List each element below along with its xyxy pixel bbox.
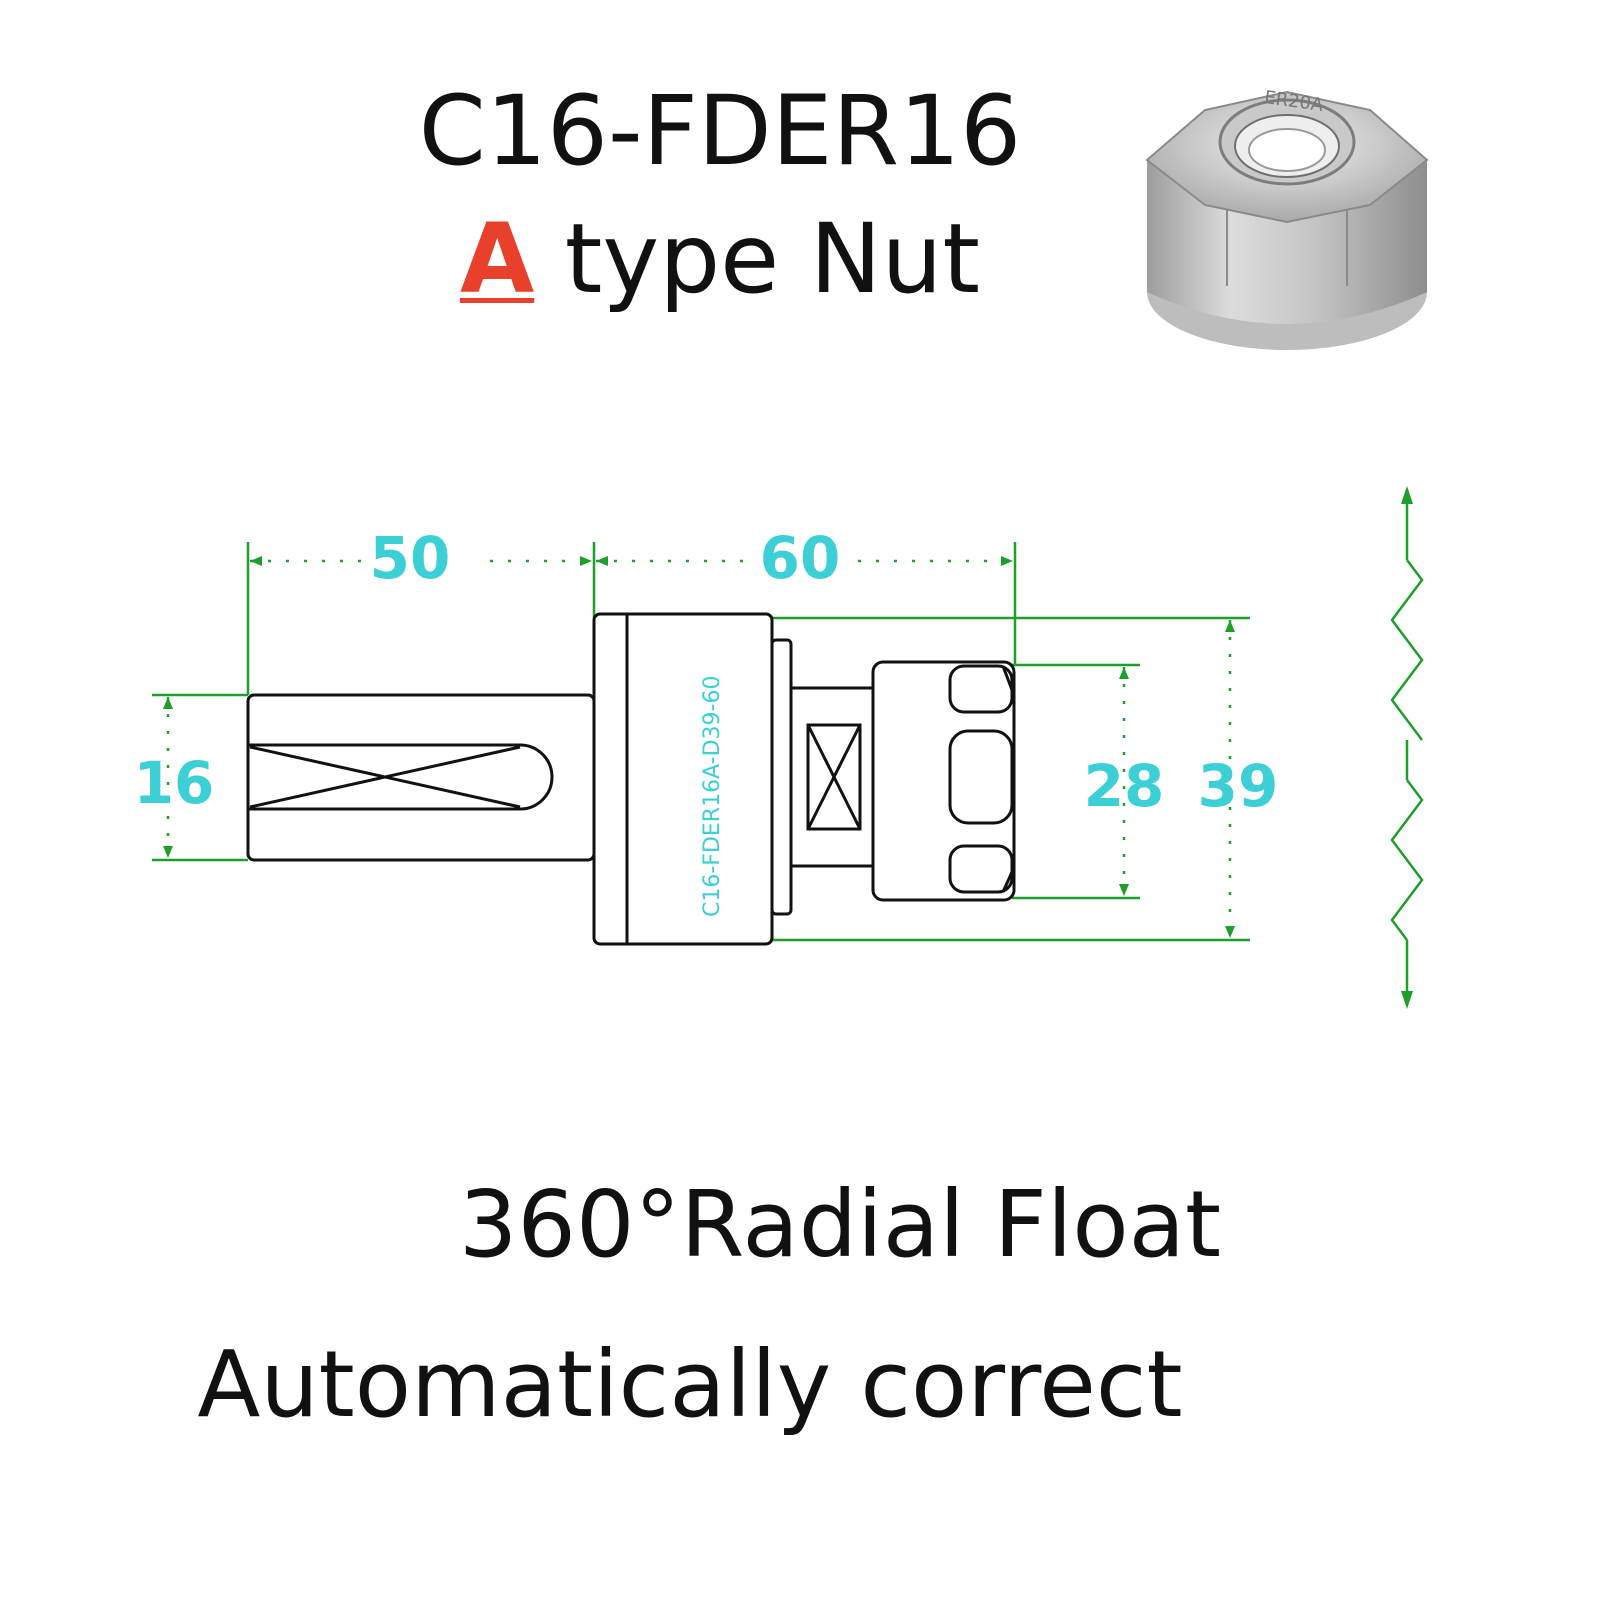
dimension-arrows (163, 486, 1413, 1009)
part-engraving: C16-FDER16A-D39-60 (700, 676, 725, 917)
dim-body-length: 60 (760, 524, 841, 592)
feature-auto-correct: Automatically correct (197, 1331, 1183, 1438)
dimension-lines (152, 490, 1424, 1005)
dimension-labels: 50 60 16 28 39 (134, 524, 1279, 820)
page-title: C16-FDER16 (418, 75, 1022, 187)
subtitle-text: type Nut (534, 203, 981, 315)
part-outline (246, 612, 1016, 946)
subtitle-accent-letter: A (459, 203, 535, 315)
dim-nut-diameter: 28 (1084, 752, 1165, 820)
dim-body-diameter: 39 (1198, 752, 1279, 820)
feature-radial-float: 360°Radial Float (458, 1171, 1222, 1278)
dim-shank-length: 50 (370, 524, 451, 592)
subtitle: A type Nut (300, 204, 1140, 314)
nut-image: ER20A (1145, 87, 1429, 350)
dim-shank-diameter: 16 (134, 749, 215, 817)
